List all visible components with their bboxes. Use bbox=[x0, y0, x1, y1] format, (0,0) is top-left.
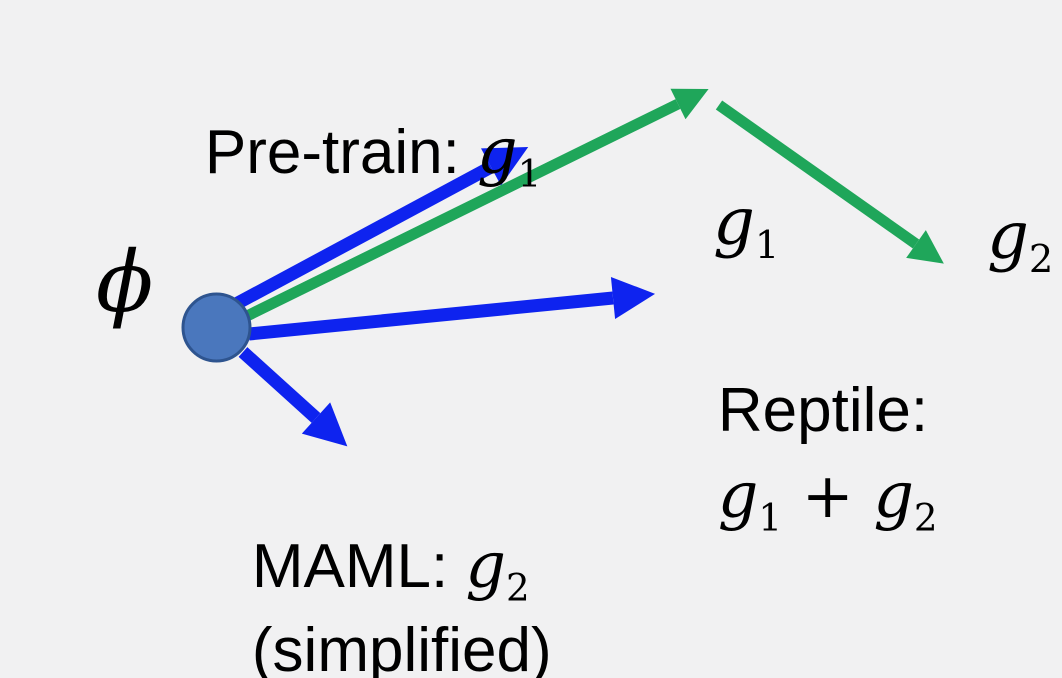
pretrain-label-text: Pre-train: bbox=[204, 118, 478, 187]
pretrain-label-var: g bbox=[477, 114, 518, 188]
g2-label-sub: 2 bbox=[1028, 236, 1054, 282]
pretrain-arrow bbox=[232, 147, 529, 310]
g1-arrow bbox=[244, 88, 709, 321]
g1-label-var: g bbox=[713, 184, 755, 260]
reptile-eq-sub1: 1 bbox=[758, 495, 783, 540]
maml-simplified-text: (simplified) bbox=[251, 616, 552, 678]
g2-label-var: g bbox=[987, 198, 1029, 274]
g1-label-sub: 1 bbox=[754, 222, 780, 268]
maml-label-text: MAML: bbox=[251, 532, 466, 601]
phi-label: ϕ bbox=[96, 233, 154, 331]
maml-label: MAML: g2 bbox=[183, 472, 530, 660]
g1-label: g1 bbox=[642, 126, 779, 319]
reptile-arrow bbox=[248, 276, 656, 341]
reptile-eq-var1: g bbox=[717, 458, 759, 532]
phi-node bbox=[181, 292, 252, 363]
reptile-label-text: Reptile: bbox=[717, 376, 929, 445]
reptile-equation: g1 + g2 bbox=[649, 402, 938, 590]
maml-simplified-note: (simplified) bbox=[183, 558, 552, 678]
g2-label: g2 bbox=[916, 140, 1053, 333]
reptile-eq-sub2: 2 bbox=[913, 495, 938, 540]
plus-operator: + bbox=[782, 459, 874, 532]
reptile-eq-var2: g bbox=[873, 458, 914, 532]
g2-arrow bbox=[715, 100, 944, 264]
maml-label-var: g bbox=[465, 528, 506, 602]
reptile-label: Reptile: bbox=[649, 318, 928, 504]
pretrain-label-sub: 1 bbox=[517, 151, 542, 196]
maml-label-sub: 2 bbox=[505, 565, 530, 610]
pretrain-label: Pre-train: g1 bbox=[136, 58, 541, 246]
maml-arrow bbox=[238, 347, 348, 447]
